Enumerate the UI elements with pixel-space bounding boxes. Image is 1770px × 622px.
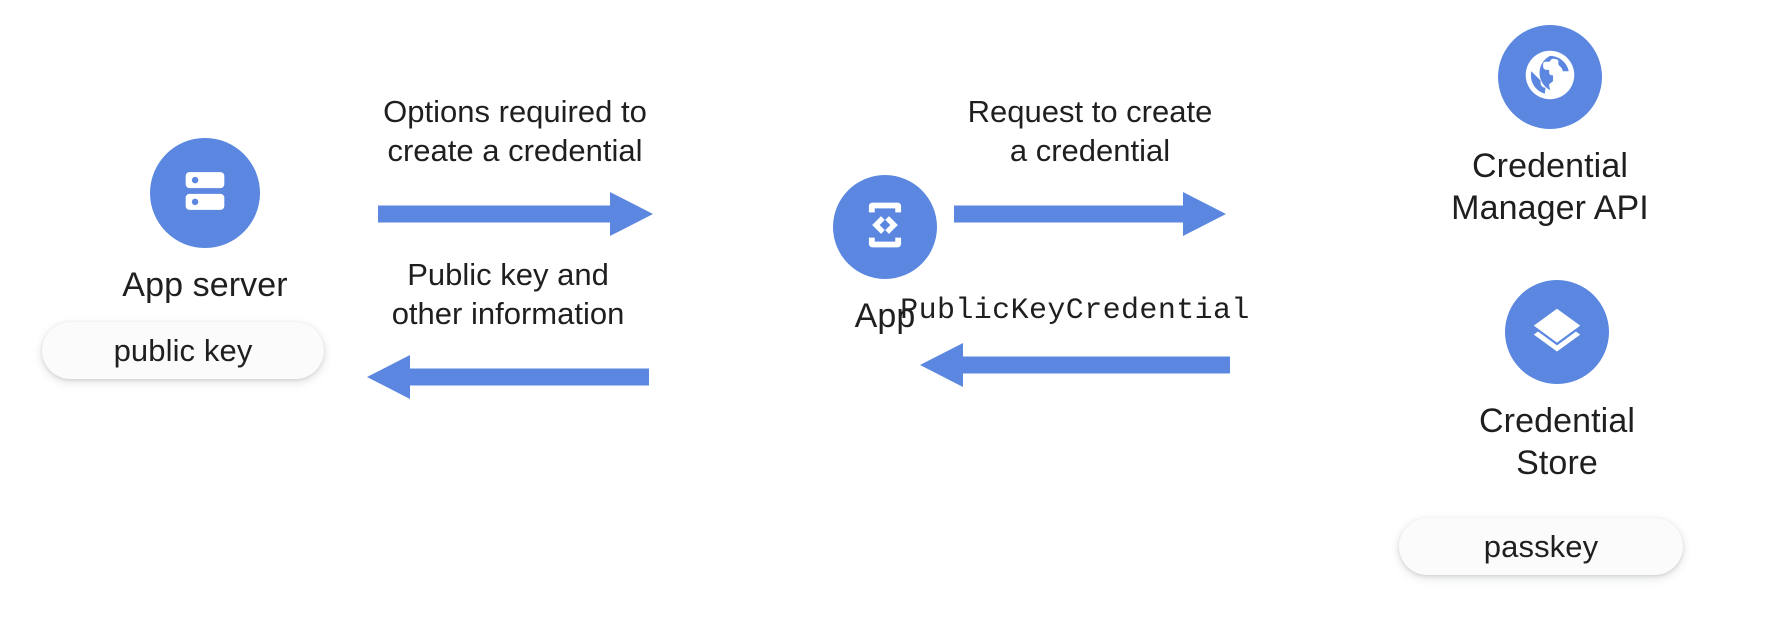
node-credential-manager-api: Credential Manager API bbox=[1445, 25, 1655, 229]
layers-icon bbox=[1528, 301, 1586, 364]
credential-store-circle bbox=[1505, 280, 1609, 384]
app-server-label: App server bbox=[122, 266, 288, 304]
pill-passkey: passkey bbox=[1399, 518, 1683, 575]
arrow-public-key-info-caption: Public key and other information bbox=[391, 257, 625, 331]
credential-store-label: Credential Store bbox=[1479, 402, 1635, 482]
credential-manager-api-label: Credential Manager API bbox=[1451, 147, 1649, 227]
pill-public-key-text: public key bbox=[113, 332, 253, 368]
arrow-public-key-credential-caption: PublicKeyCredential bbox=[900, 294, 1250, 328]
arrow-options-required: Options required to create a credential bbox=[370, 92, 660, 236]
arrow-request-to-create-caption: Request to create a credential bbox=[967, 94, 1213, 168]
app-code-device-icon bbox=[857, 197, 913, 258]
arrow-left-icon bbox=[920, 343, 1230, 387]
app-label: App bbox=[854, 297, 916, 335]
node-app-server: App server bbox=[100, 138, 310, 306]
server-icon bbox=[176, 162, 234, 225]
globe-icon bbox=[1519, 44, 1581, 111]
arrow-right-icon bbox=[954, 192, 1226, 236]
arrow-options-required-caption: Options required to create a credential bbox=[383, 94, 647, 168]
arrow-request-to-create: Request to create a credential bbox=[945, 92, 1235, 236]
node-credential-store: Credential Store bbox=[1452, 280, 1662, 484]
arrow-public-key-credential: PublicKeyCredential bbox=[900, 292, 1249, 387]
credential-manager-api-circle bbox=[1498, 25, 1602, 129]
node-app: App bbox=[780, 175, 990, 337]
arrow-public-key-info: Public key and other information bbox=[358, 255, 658, 399]
arrow-left-icon bbox=[367, 355, 649, 399]
pill-public-key: public key bbox=[42, 322, 324, 379]
app-server-circle bbox=[150, 138, 260, 248]
app-circle bbox=[833, 175, 937, 279]
pill-passkey-text: passkey bbox=[1483, 528, 1599, 564]
arrow-right-icon bbox=[377, 192, 653, 236]
